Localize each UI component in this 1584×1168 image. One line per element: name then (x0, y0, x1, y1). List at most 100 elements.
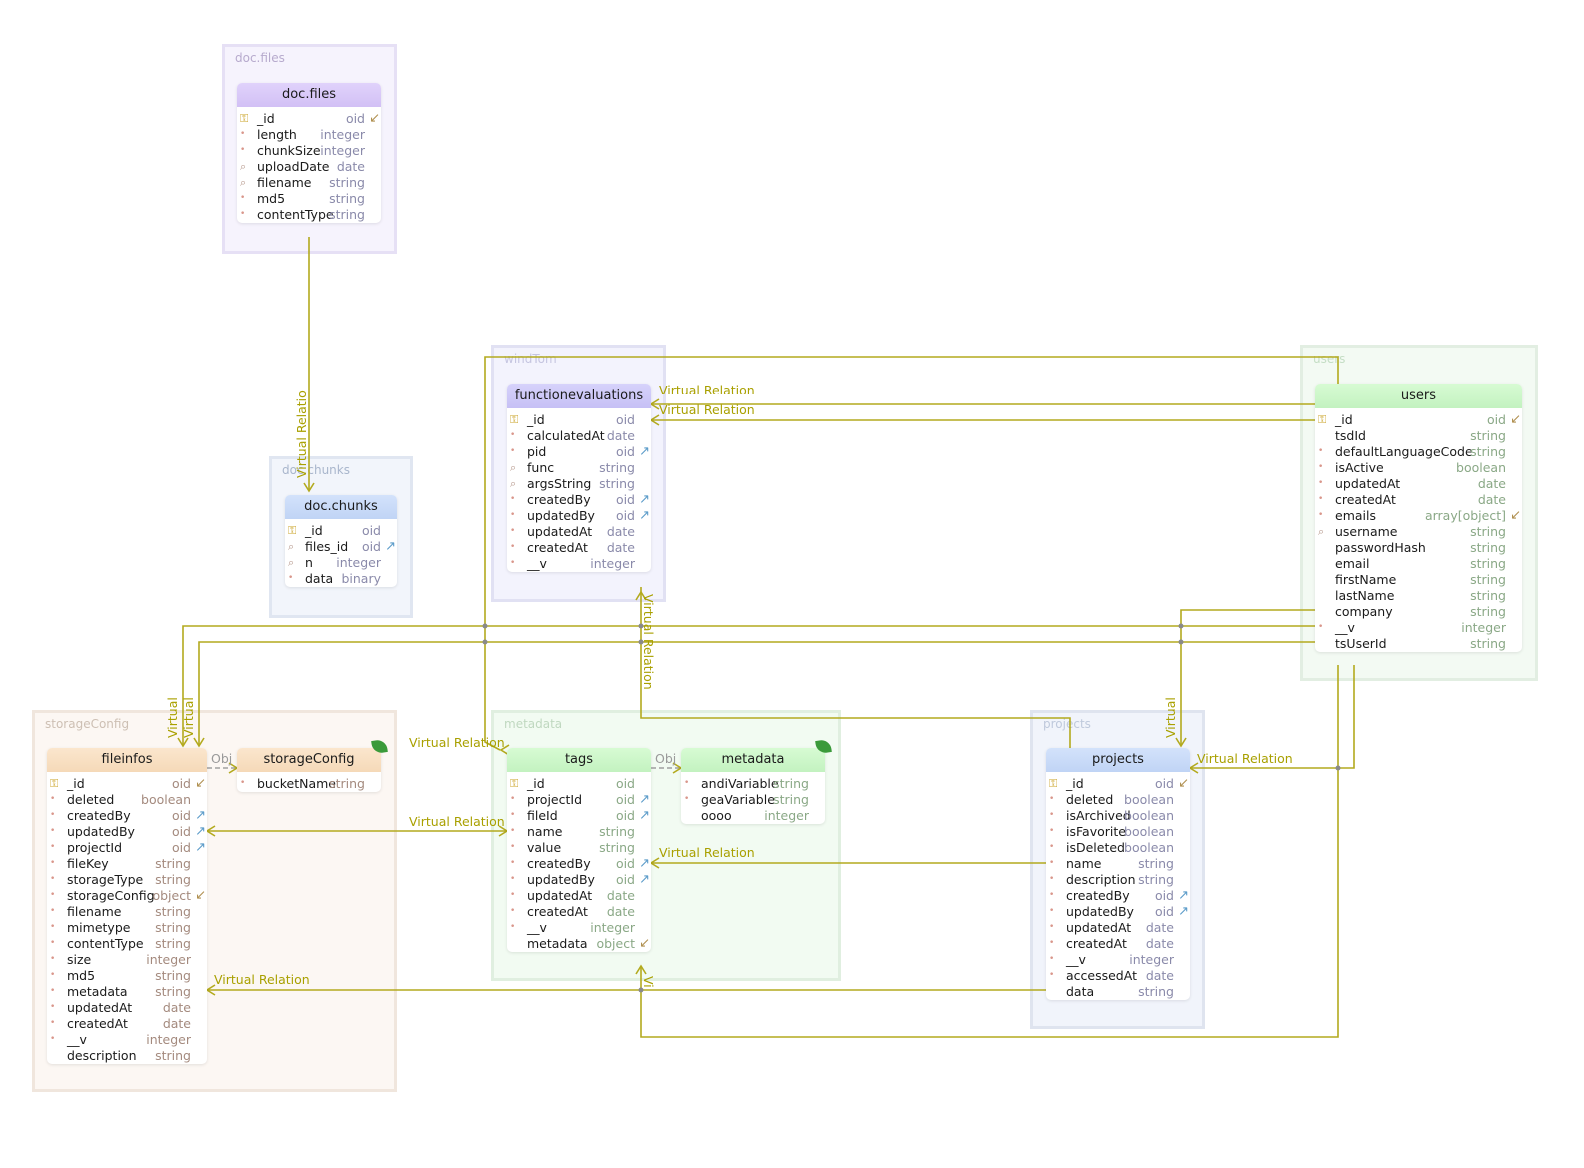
table-header[interactable]: doc.files (237, 83, 381, 107)
reference-arrow-icon[interactable]: ↗ (639, 792, 650, 807)
table-header[interactable]: projects (1046, 748, 1190, 772)
reference-arrow-icon[interactable]: ↗ (1178, 904, 1189, 919)
table-header[interactable]: functionevaluations (507, 384, 651, 408)
table-header[interactable]: tags (507, 748, 651, 772)
reference-arrow-icon[interactable]: ↗ (195, 840, 206, 855)
reference-arrow-icon[interactable]: ↗ (639, 492, 650, 507)
reference-arrow-icon[interactable]: ↗ (639, 856, 650, 871)
table-header[interactable]: metadata (681, 739, 832, 772)
referenced-arrow-icon[interactable]: ↙ (195, 776, 206, 791)
reference-arrow-icon[interactable]: ↗ (639, 444, 650, 459)
referenced-arrow-icon[interactable]: ↙ (195, 888, 206, 903)
table-header[interactable]: fileinfos (47, 748, 207, 772)
reference-arrow-icon[interactable]: ↗ (639, 872, 650, 887)
referenced-arrow-icon[interactable]: ↙ (639, 936, 650, 951)
referenced-arrow-icon[interactable]: ↙ (1510, 412, 1521, 427)
reference-arrow-icon[interactable]: ↗ (1178, 888, 1189, 903)
referenced-arrow-icon[interactable]: ↙ (1510, 508, 1521, 523)
reference-arrow-icon[interactable]: ↗ (639, 508, 650, 523)
reference-arrow-icon[interactable]: ↗ (385, 539, 396, 554)
table-header[interactable]: doc.chunks (285, 495, 397, 519)
referenced-arrow-icon[interactable]: ↙ (369, 111, 380, 126)
